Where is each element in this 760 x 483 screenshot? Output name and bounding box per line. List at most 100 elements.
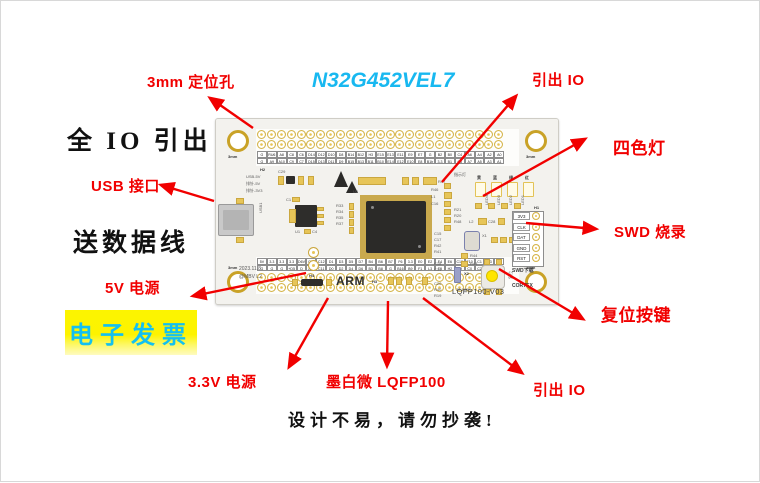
header-pad[interactable] [365, 283, 375, 292]
header-pad[interactable] [444, 283, 454, 292]
header-pad[interactable] [464, 283, 474, 292]
swd-pin-pad[interactable] [531, 222, 540, 231]
header-pad[interactable] [454, 140, 464, 149]
swd-pin-pad[interactable] [531, 254, 540, 263]
swd-pin-3v3[interactable]: 3V3 [513, 212, 540, 220]
header-pad[interactable] [276, 140, 286, 149]
header-pad[interactable] [464, 273, 474, 282]
silk-date: 2023.11.8 [239, 266, 261, 272]
header-pad[interactable] [326, 130, 336, 139]
header-pad[interactable] [355, 273, 365, 282]
header-pad[interactable] [415, 130, 425, 139]
header-pad[interactable] [266, 283, 276, 292]
header-pad[interactable] [266, 130, 276, 139]
header-pad[interactable] [415, 140, 425, 149]
swd-pin-pad[interactable] [531, 233, 540, 242]
header-pad[interactable] [306, 140, 316, 149]
header-pad[interactable] [276, 283, 286, 292]
header-pad[interactable] [415, 283, 425, 292]
header-pad[interactable] [494, 130, 504, 139]
silk-author: @MBV L2 [239, 274, 262, 280]
header-pad[interactable] [355, 283, 365, 292]
header-pad[interactable] [365, 140, 375, 149]
header-pad[interactable] [286, 140, 296, 149]
swd-pin-pad[interactable] [531, 243, 540, 252]
header-pad[interactable] [454, 130, 464, 139]
header-pin-label: B1 [444, 157, 455, 165]
header-pad[interactable] [464, 130, 474, 139]
header-pad[interactable] [375, 273, 385, 282]
label-all-io: 全 IO 引出 [67, 128, 212, 155]
header-pad[interactable] [484, 130, 494, 139]
header-pad[interactable] [286, 130, 296, 139]
header-pad[interactable] [365, 130, 375, 139]
swd-pin-dat[interactable]: DAT [513, 233, 540, 242]
header-pad[interactable] [375, 283, 385, 292]
header-pad[interactable] [336, 283, 346, 292]
header-pad[interactable] [257, 140, 266, 149]
header-pad[interactable] [375, 130, 385, 139]
swd-pin-gnd[interactable]: GND [513, 243, 540, 252]
header-pad[interactable] [375, 140, 385, 149]
swd-pin-rst[interactable]: RST [513, 254, 540, 263]
header-pad[interactable] [346, 283, 356, 292]
header-pad[interactable] [444, 130, 454, 139]
reset-button-cap[interactable] [486, 270, 498, 282]
header-pad[interactable] [336, 273, 346, 282]
header-pad[interactable] [355, 130, 365, 139]
header-pin-label: A9 [266, 157, 277, 165]
header-pad[interactable] [257, 283, 266, 292]
header-pad[interactable] [395, 140, 405, 149]
reset-button[interactable] [481, 265, 505, 289]
header-pad[interactable] [326, 140, 336, 149]
swd-pin-pad[interactable] [531, 212, 540, 220]
header-pad[interactable] [435, 130, 445, 139]
header-pad[interactable] [296, 140, 306, 149]
header-pad[interactable] [405, 140, 415, 149]
header-pad[interactable] [454, 283, 464, 292]
header-pad[interactable] [296, 130, 306, 139]
header-pad[interactable] [276, 130, 286, 139]
header-pad[interactable] [494, 140, 504, 149]
header-pad[interactable] [425, 140, 435, 149]
header-pad[interactable] [365, 273, 375, 282]
header-pad[interactable] [266, 140, 276, 149]
smd-part-a [278, 176, 284, 185]
header-pad[interactable] [336, 140, 346, 149]
header-pad[interactable] [474, 140, 484, 149]
header-pad[interactable] [336, 130, 346, 139]
header-pin-label: D4 [346, 264, 356, 272]
header-pad[interactable] [266, 273, 276, 282]
header-pad[interactable] [474, 130, 484, 139]
header-pad[interactable] [346, 273, 356, 282]
regulator-pad-1 [317, 207, 324, 211]
reset-pad-tl [484, 259, 490, 265]
header-pad[interactable] [484, 140, 494, 149]
header-pad[interactable] [385, 140, 395, 149]
header-pad[interactable] [444, 140, 454, 149]
header-pad[interactable] [464, 140, 474, 149]
header-pad[interactable] [435, 283, 445, 292]
header-pad[interactable] [395, 130, 405, 139]
header-pad[interactable] [306, 130, 316, 139]
header-pad[interactable] [425, 130, 435, 139]
header-pad[interactable] [316, 140, 326, 149]
header-pad[interactable] [276, 273, 286, 282]
header-pad[interactable] [257, 130, 266, 139]
usb-connector[interactable] [218, 204, 254, 236]
header-pin-label: G [276, 264, 287, 272]
header-pad[interactable] [346, 140, 356, 149]
header-pad[interactable] [316, 130, 326, 139]
header-pad[interactable] [425, 283, 435, 292]
header-pad[interactable] [405, 130, 415, 139]
header-pad[interactable] [444, 273, 454, 282]
header-pin-label: E14 [385, 157, 396, 165]
header-pad[interactable] [435, 273, 445, 282]
swd-pin-clk[interactable]: CLK [513, 222, 540, 231]
header-pad[interactable] [346, 130, 356, 139]
header-pad[interactable] [435, 140, 445, 149]
silk-swd-download: SWD下载 [512, 268, 534, 274]
header-pad[interactable] [355, 140, 365, 149]
header-pad[interactable] [385, 130, 395, 139]
